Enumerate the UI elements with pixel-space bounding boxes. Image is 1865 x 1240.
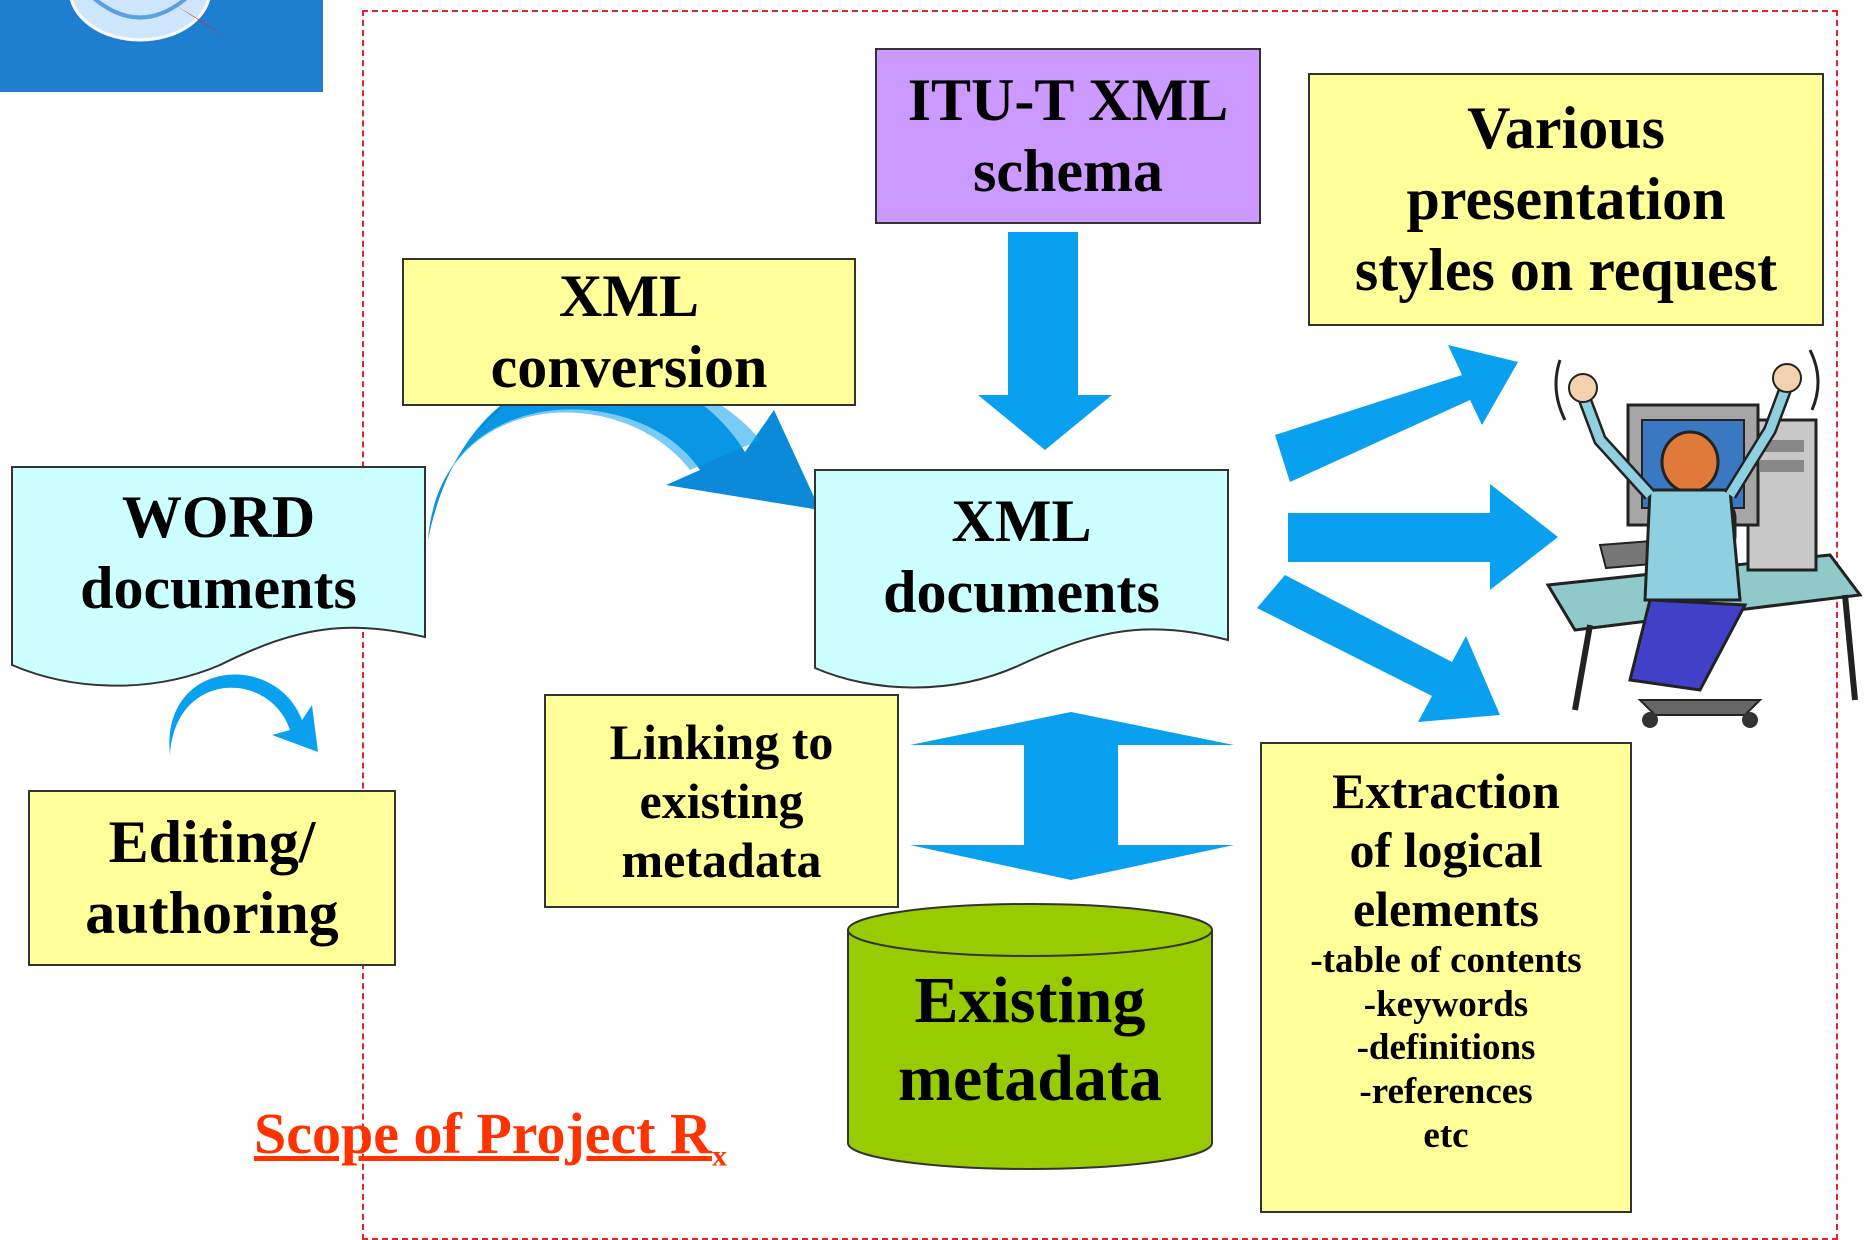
metadata-double-arrow <box>977 712 1165 880</box>
arrow-to-user-lower <box>1257 575 1500 722</box>
existing-metadata-cylinder <box>847 929 1213 1170</box>
xml-conversion-box: XML conversion <box>402 258 856 406</box>
editing-authoring-box: Editing/ authoring <box>28 790 396 966</box>
extraction-line1: Extraction <box>1332 763 1560 819</box>
existing-metadata-line2: metadata <box>898 1042 1162 1115</box>
extraction-box: Extraction of logical elements -table of… <box>1260 742 1632 1213</box>
itu-logo-globe <box>69 0 230 42</box>
editing-line1: Editing/ <box>108 809 316 876</box>
linking-line3: metadata <box>621 831 822 888</box>
extraction-item: -keywords <box>1363 983 1529 1025</box>
scope-of-project-label: Scope of Project Rx <box>254 1100 727 1174</box>
xml-documents-line2: documents <box>883 559 1160 625</box>
existing-metadata-label: Existing metadata <box>848 955 1212 1125</box>
xml-documents-line1: XML <box>951 488 1092 555</box>
xml-documents-label: XML documents <box>815 482 1228 632</box>
extraction-item: -table of contents <box>1310 940 1582 981</box>
itu-xml-schema-box: ITU-T XML schema <box>875 48 1261 224</box>
xml-conversion-line2: conversion <box>490 334 768 400</box>
word-documents-line1: WORD <box>121 484 316 551</box>
word-documents-line2: documents <box>80 555 357 621</box>
presentation-line2: presentation <box>1406 166 1726 233</box>
editing-curve-arrow <box>169 674 318 755</box>
schema-down-arrow <box>978 232 1112 450</box>
editing-line2: authoring <box>85 880 339 946</box>
extraction-item: etc <box>1423 1114 1469 1156</box>
extraction-item: -definitions <box>1356 1027 1536 1069</box>
diagram-graphics <box>11 232 1863 1170</box>
presentation-line3: styles on request <box>1354 236 1778 303</box>
extraction-item: -references <box>1359 1070 1533 1112</box>
scope-label-subscript: x <box>711 1139 727 1173</box>
presentation-line1: Various <box>1467 95 1665 162</box>
presentation-styles-box: Various presentation styles on request <box>1308 73 1824 326</box>
extraction-line3: elements <box>1352 881 1540 937</box>
word-documents-label: WORD documents <box>12 478 425 628</box>
linking-metadata-box: Linking to existing metadata <box>544 694 899 908</box>
itu-xml-schema-line1: ITU-T XML <box>907 67 1229 134</box>
xml-conversion-line1: XML <box>559 263 699 330</box>
linking-line1: Linking to <box>609 713 834 770</box>
extraction-line2: of logical <box>1349 822 1543 878</box>
arrow-to-user-middle <box>1288 484 1558 590</box>
itu-logo <box>0 0 323 92</box>
scope-label-main: Scope of Project R <box>254 1101 712 1166</box>
arrow-to-user-upper <box>1275 345 1518 482</box>
person-at-computer-illustration <box>1545 349 1863 728</box>
itu-xml-schema-line2: schema <box>973 138 1163 204</box>
linking-line2: existing <box>639 772 804 829</box>
existing-metadata-line1: Existing <box>914 964 1146 1038</box>
xml-documents-shape <box>814 469 1229 689</box>
word-documents-shape <box>11 466 426 687</box>
